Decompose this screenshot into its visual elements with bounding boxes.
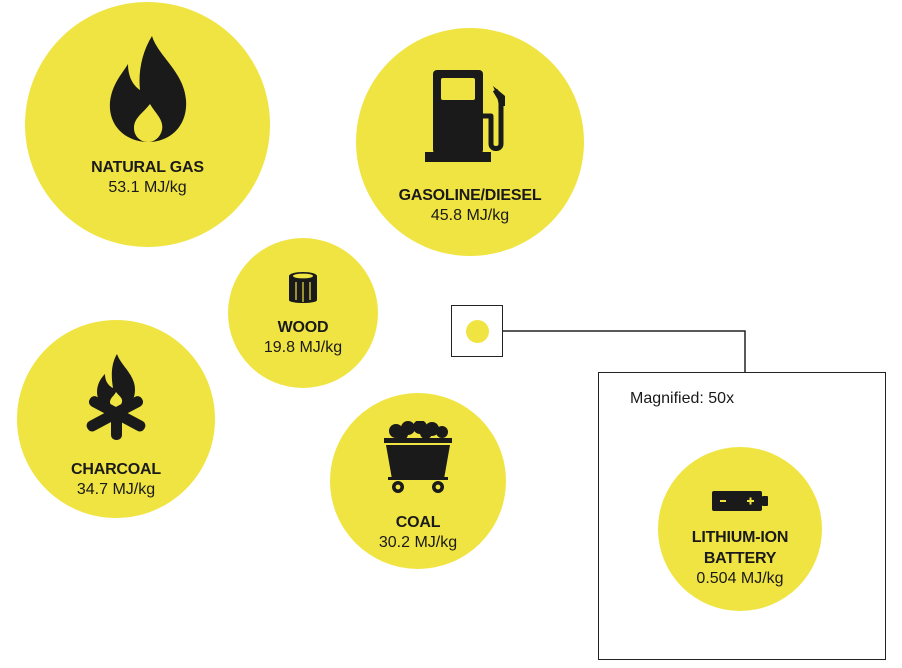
fuel-name: WOOD	[277, 319, 329, 336]
magnifier-panel: Magnified: 50x	[598, 372, 886, 660]
coal-bubble: COAL 30.2 MJ/kg	[330, 393, 506, 569]
fuel-name: NATURAL GAS	[91, 159, 204, 176]
mine-cart-icon	[384, 421, 452, 493]
gasoline-diesel-bubble: GASOLINE/DIESEL 45.8 MJ/kg	[356, 28, 584, 256]
wood-bubble: WOOD 19.8 MJ/kg	[228, 238, 378, 388]
fuel-energy-density: 0.504 MJ/kg	[696, 570, 784, 587]
fuel-pump-icon	[425, 70, 505, 162]
flame-icon	[109, 36, 186, 142]
lithium-ion-battery-bubble: LITHIUM-ION BATTERY 0.504 MJ/kg	[658, 447, 822, 611]
fuel-energy-density: 53.1 MJ/kg	[108, 179, 187, 196]
fuel-energy-density: 30.2 MJ/kg	[378, 534, 458, 551]
magnifier-source-box	[451, 305, 503, 357]
magnification-label: Magnified: 50x	[630, 390, 735, 407]
natural-gas-bubble: NATURAL GAS 53.1 MJ/kg	[25, 2, 270, 247]
battery-scale-dot	[466, 320, 489, 343]
charcoal-bubble: CHARCOAL 34.7 MJ/kg	[17, 320, 215, 518]
fuel-name: LITHIUM-ION BATTERY	[691, 529, 789, 567]
log-icon	[289, 272, 317, 303]
fuel-energy-density: 19.8 MJ/kg	[263, 339, 343, 356]
battery-icon	[712, 491, 768, 511]
fuel-name: GASOLINE/DIESEL	[398, 187, 542, 204]
fuel-name: COAL	[395, 514, 441, 531]
fuel-energy-density: 34.7 MJ/kg	[76, 481, 156, 498]
fuel-name: CHARCOAL	[71, 461, 161, 478]
fuel-energy-density: 45.8 MJ/kg	[430, 207, 510, 224]
campfire-icon	[86, 354, 146, 440]
